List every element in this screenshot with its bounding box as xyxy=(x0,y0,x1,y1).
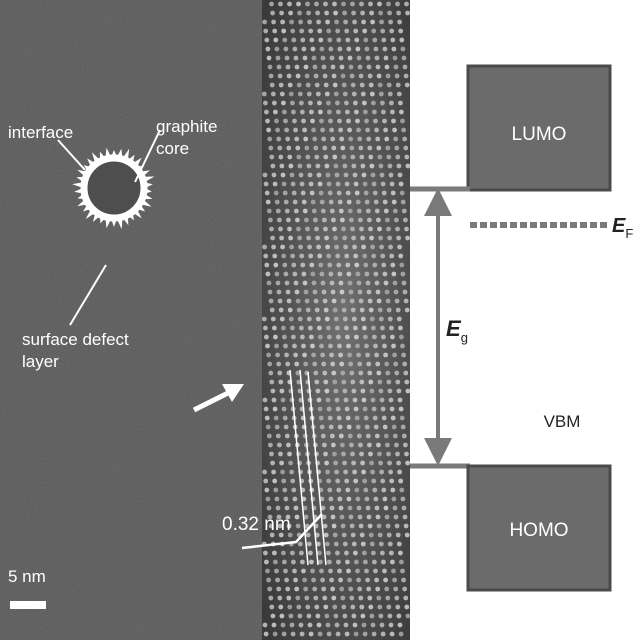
lumo-label: LUMO xyxy=(512,124,567,145)
energy-diagram: LUMO EF Eg VBM HOMO xyxy=(410,0,640,640)
lattice-spacing-label: 0.32 nm xyxy=(222,514,291,535)
scale-bar-label: 5 nm xyxy=(8,567,46,586)
interface-label: interface xyxy=(8,123,73,142)
fermi-subscript: F xyxy=(625,226,633,241)
surface-defect-label-line1: surface defect xyxy=(22,330,129,349)
surface-defect-label-line2: layer xyxy=(22,352,59,371)
tem-noise-texture xyxy=(0,0,262,640)
scale-bar xyxy=(10,601,46,609)
gap-subscript: g xyxy=(461,330,468,345)
vbm-label: VBM xyxy=(544,412,581,431)
homo-label: HOMO xyxy=(509,520,568,541)
graphite-core-label-line1: graphite xyxy=(156,117,217,136)
graphite-core-label-line2: core xyxy=(156,139,189,158)
tem-panel: interface graphite core surface defect l… xyxy=(0,0,262,640)
fermi-symbol: E xyxy=(612,215,626,237)
gap-symbol: E xyxy=(446,316,462,341)
